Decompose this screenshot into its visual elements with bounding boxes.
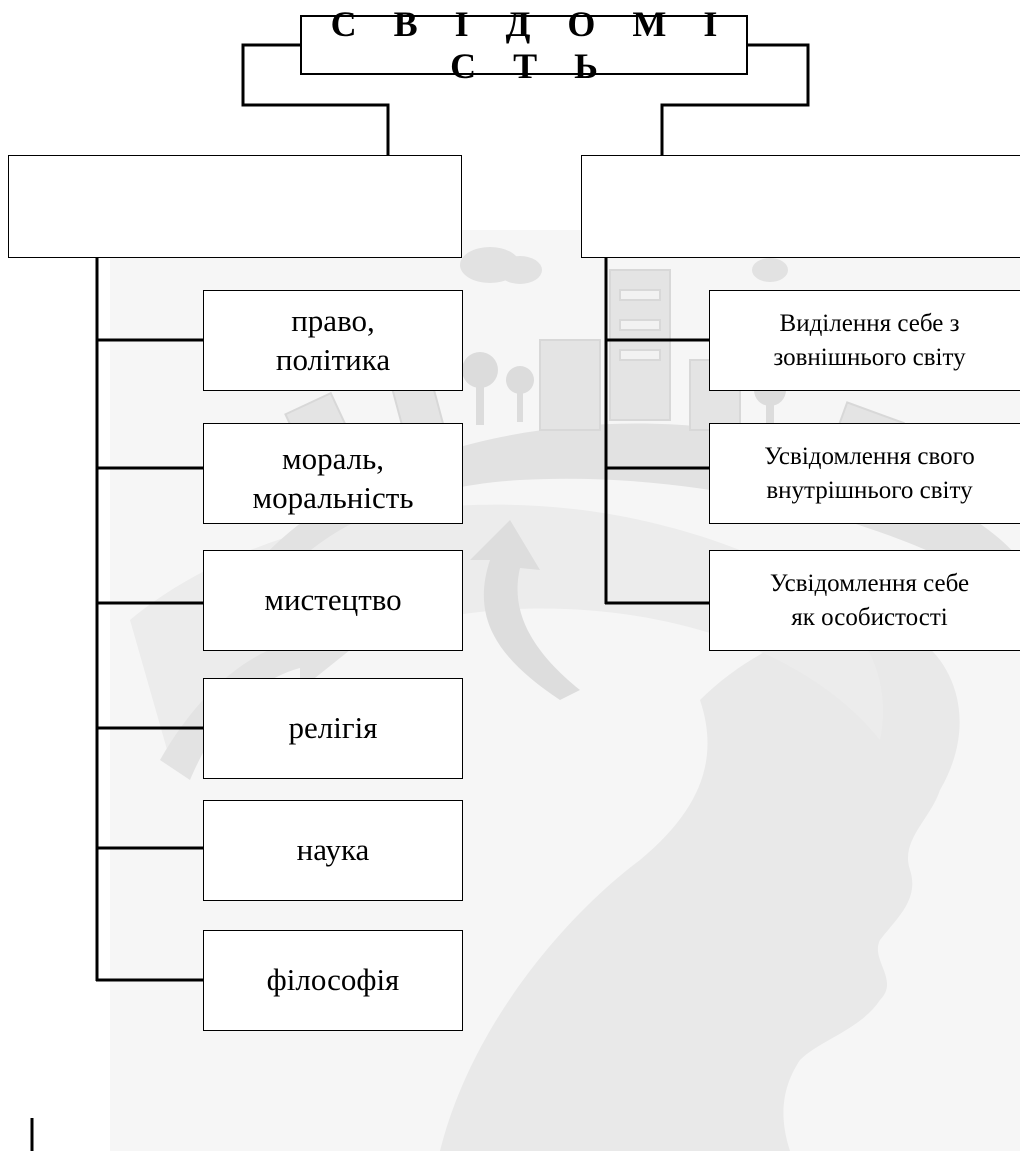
right-item-line2: зовнішнього світу: [773, 343, 966, 371]
arrow-icon: [470, 520, 580, 700]
left-item-line1: мораль,: [281, 441, 384, 476]
left-item-box: наука: [203, 800, 463, 901]
left-item-box: філософія: [203, 930, 463, 1031]
right-item-line1: Усвідомлення свого: [764, 442, 975, 470]
left-item-label: наука: [296, 832, 370, 868]
right-item-box: Усвідомлення себе як особистості: [709, 550, 1020, 651]
title-box: С В І Д О М І С Т Ь: [300, 4, 748, 86]
left-category-box: [8, 155, 462, 258]
right-item-line1: Виділення себе з: [779, 309, 960, 337]
left-item-box: мораль, моральність: [203, 423, 463, 524]
clouds: [460, 247, 788, 284]
left-item-box: мистецтво: [203, 550, 463, 651]
right-item-line2: як особистості: [791, 603, 948, 631]
right-category-box: [581, 155, 1020, 258]
left-item-line1: право,: [291, 302, 375, 338]
left-item-label: філософія: [266, 962, 400, 998]
left-item-line2: політика: [275, 341, 391, 377]
right-item-box: Усвідомлення свого внутрішнього світу: [709, 423, 1020, 524]
head-silhouette: [440, 623, 960, 1151]
right-item-line1: Усвідомлення себе: [769, 569, 970, 597]
diagram-title: С В І Д О М І С Т Ь: [330, 4, 732, 86]
right-item-box: Виділення себе з зовнішнього світу: [709, 290, 1020, 391]
left-item-box: релігія: [203, 678, 463, 779]
right-item-line2: внутрішнього світу: [766, 476, 973, 504]
left-item-line2: моральність: [252, 479, 414, 515]
left-item-box: право, політика: [203, 290, 463, 391]
left-item-label: релігія: [288, 710, 378, 746]
left-item-label: мистецтво: [264, 582, 402, 618]
